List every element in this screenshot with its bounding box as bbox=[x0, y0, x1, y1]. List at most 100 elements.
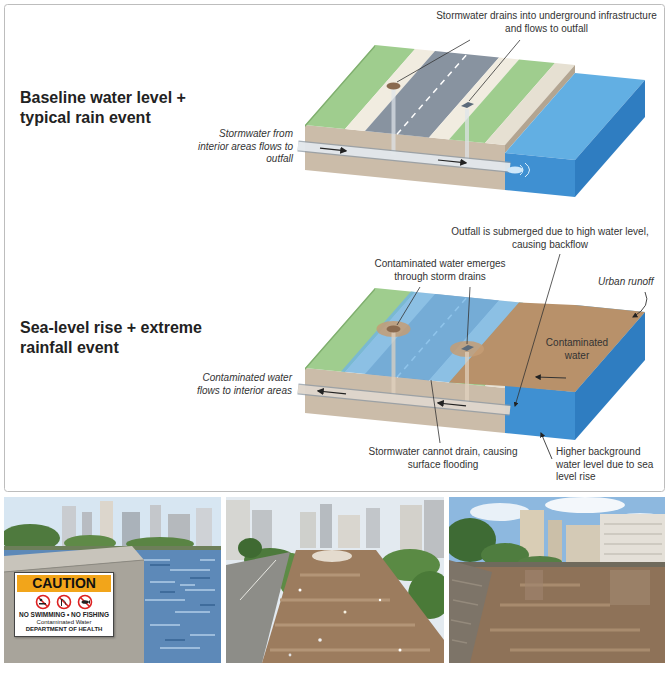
photo-flooded-canal bbox=[318, 638, 322, 642]
photo-flooded-canal bbox=[344, 611, 347, 614]
callout-label: Higher background water level due to sea… bbox=[556, 446, 664, 484]
storm-pipe bbox=[387, 83, 401, 90]
callout-label: Contaminated water emerges through storm… bbox=[370, 258, 510, 283]
photo-brown-water bbox=[449, 560, 492, 663]
prohibition-icons bbox=[81, 598, 90, 607]
photo-flooded-canal bbox=[399, 649, 402, 652]
photo-flooded-canal bbox=[320, 504, 332, 548]
prohibition-icons bbox=[39, 599, 90, 606]
panel-frame bbox=[5, 5, 665, 492]
photo-brown-water bbox=[610, 570, 650, 605]
prohibition-icons bbox=[39, 603, 46, 605]
prohibition-icons bbox=[39, 598, 48, 607]
prohibition-icons bbox=[79, 596, 92, 609]
photo-brown-water bbox=[604, 524, 662, 554]
storm-pipe bbox=[298, 83, 530, 178]
photo-brown-water bbox=[566, 525, 600, 562]
photo-flooded-canal bbox=[289, 654, 292, 657]
storm-pipe bbox=[461, 102, 474, 108]
leader-line bbox=[397, 40, 520, 101]
storm-pipe bbox=[320, 148, 346, 151]
photo-flooded-canal bbox=[400, 505, 422, 555]
sign-text: DEPARTMENT OF HEALTH bbox=[19, 626, 109, 633]
callout-label: Outfall is submerged due to high water l… bbox=[435, 226, 665, 251]
ocean-water bbox=[575, 80, 645, 197]
flood-scene bbox=[298, 389, 510, 410]
leader-line bbox=[397, 40, 470, 82]
land-block bbox=[397, 54, 467, 134]
photo-flooded-canal bbox=[262, 550, 444, 663]
prohibition-icons bbox=[40, 599, 43, 602]
flood-scene bbox=[298, 389, 510, 410]
sign-text: NO SWIMMING • NO FISHING bbox=[19, 611, 109, 619]
prohibition-icons bbox=[60, 598, 69, 607]
photo-brown-water bbox=[451, 580, 482, 643]
photo-flooded-canal bbox=[424, 500, 444, 558]
photo-canal-sign bbox=[150, 565, 215, 640]
prohibition-icons bbox=[34, 594, 94, 610]
photo-canal-sign bbox=[4, 497, 221, 663]
callout-label: Stormwater from interior areas flows to … bbox=[195, 128, 293, 166]
storm-pipe bbox=[298, 146, 510, 167]
flood-scene bbox=[465, 352, 469, 405]
flood-scene bbox=[387, 326, 401, 333]
photo-flooded-canal bbox=[366, 508, 380, 548]
photo-flooded-canal bbox=[226, 497, 444, 663]
prohibition-icons bbox=[82, 600, 89, 604]
photo-brown-water bbox=[449, 497, 665, 663]
callout-label: Stormwater cannot drain, causing surface… bbox=[368, 446, 518, 471]
row-heading: Baseline water level + typical rain even… bbox=[20, 88, 205, 128]
photo-canal-sign bbox=[140, 560, 215, 648]
sign-text: Contaminated Water bbox=[19, 619, 109, 626]
leader-line bbox=[541, 433, 552, 459]
photo-brown-water bbox=[600, 514, 665, 564]
leader-line bbox=[536, 377, 566, 378]
ocean-water bbox=[505, 153, 575, 197]
flood-scene bbox=[461, 345, 474, 351]
prohibition-icons bbox=[88, 600, 90, 604]
leader-line bbox=[431, 380, 440, 443]
photo-flooded-canal bbox=[338, 515, 360, 548]
prohibition-icons bbox=[37, 596, 50, 609]
storm-pipe bbox=[520, 163, 530, 177]
storm-pipe bbox=[298, 146, 510, 167]
photo-canal-sign bbox=[196, 508, 212, 548]
callout-label: Contaminated water flows to interior are… bbox=[192, 372, 292, 397]
photo-canal-sign bbox=[4, 560, 144, 572]
land-block bbox=[305, 45, 375, 127]
flood-scene bbox=[449, 302, 645, 392]
storm-pipe bbox=[438, 160, 466, 163]
callout-label: Urban runoff bbox=[598, 276, 664, 289]
flood-scene bbox=[298, 292, 645, 440]
region-label: Contaminated water bbox=[542, 337, 612, 362]
row-heading: Sea-level rise + extreme rainfall event bbox=[20, 318, 205, 358]
leader-line bbox=[467, 287, 470, 344]
caution-sign: CAUTION NO SWIMMING • NO FISHINGContamina… bbox=[14, 572, 114, 637]
flood-scene bbox=[438, 403, 466, 406]
callout-label: Stormwater drains into underground infra… bbox=[430, 10, 663, 35]
leader-line bbox=[633, 292, 647, 317]
photo-brown-water bbox=[545, 497, 625, 513]
flood-scene bbox=[392, 332, 396, 398]
photo-flooded-canal bbox=[226, 497, 444, 663]
photo-flooded-canal bbox=[238, 538, 262, 558]
storm-pipe bbox=[507, 167, 523, 174]
photo-canal-sign bbox=[4, 560, 144, 663]
photo-flooded-canal bbox=[300, 512, 316, 548]
prohibition-icons bbox=[37, 596, 92, 609]
photo-brown-water bbox=[449, 562, 665, 567]
prohibition-icons bbox=[62, 599, 66, 605]
photo-canal-sign bbox=[4, 497, 221, 663]
sign-icons bbox=[19, 594, 109, 610]
storm-pipe bbox=[465, 109, 469, 162]
prohibition-icons bbox=[58, 596, 71, 609]
photo-flooded-canal bbox=[312, 550, 352, 562]
leader-line bbox=[515, 254, 560, 406]
sign-heading: CAUTION bbox=[17, 575, 111, 592]
photo-flooded-canal bbox=[240, 560, 276, 600]
ocean-water bbox=[505, 65, 645, 197]
prohibition-icons bbox=[61, 599, 62, 606]
leader-line bbox=[469, 40, 520, 101]
flood-scene bbox=[318, 391, 346, 394]
photo-brown-water bbox=[525, 570, 543, 600]
